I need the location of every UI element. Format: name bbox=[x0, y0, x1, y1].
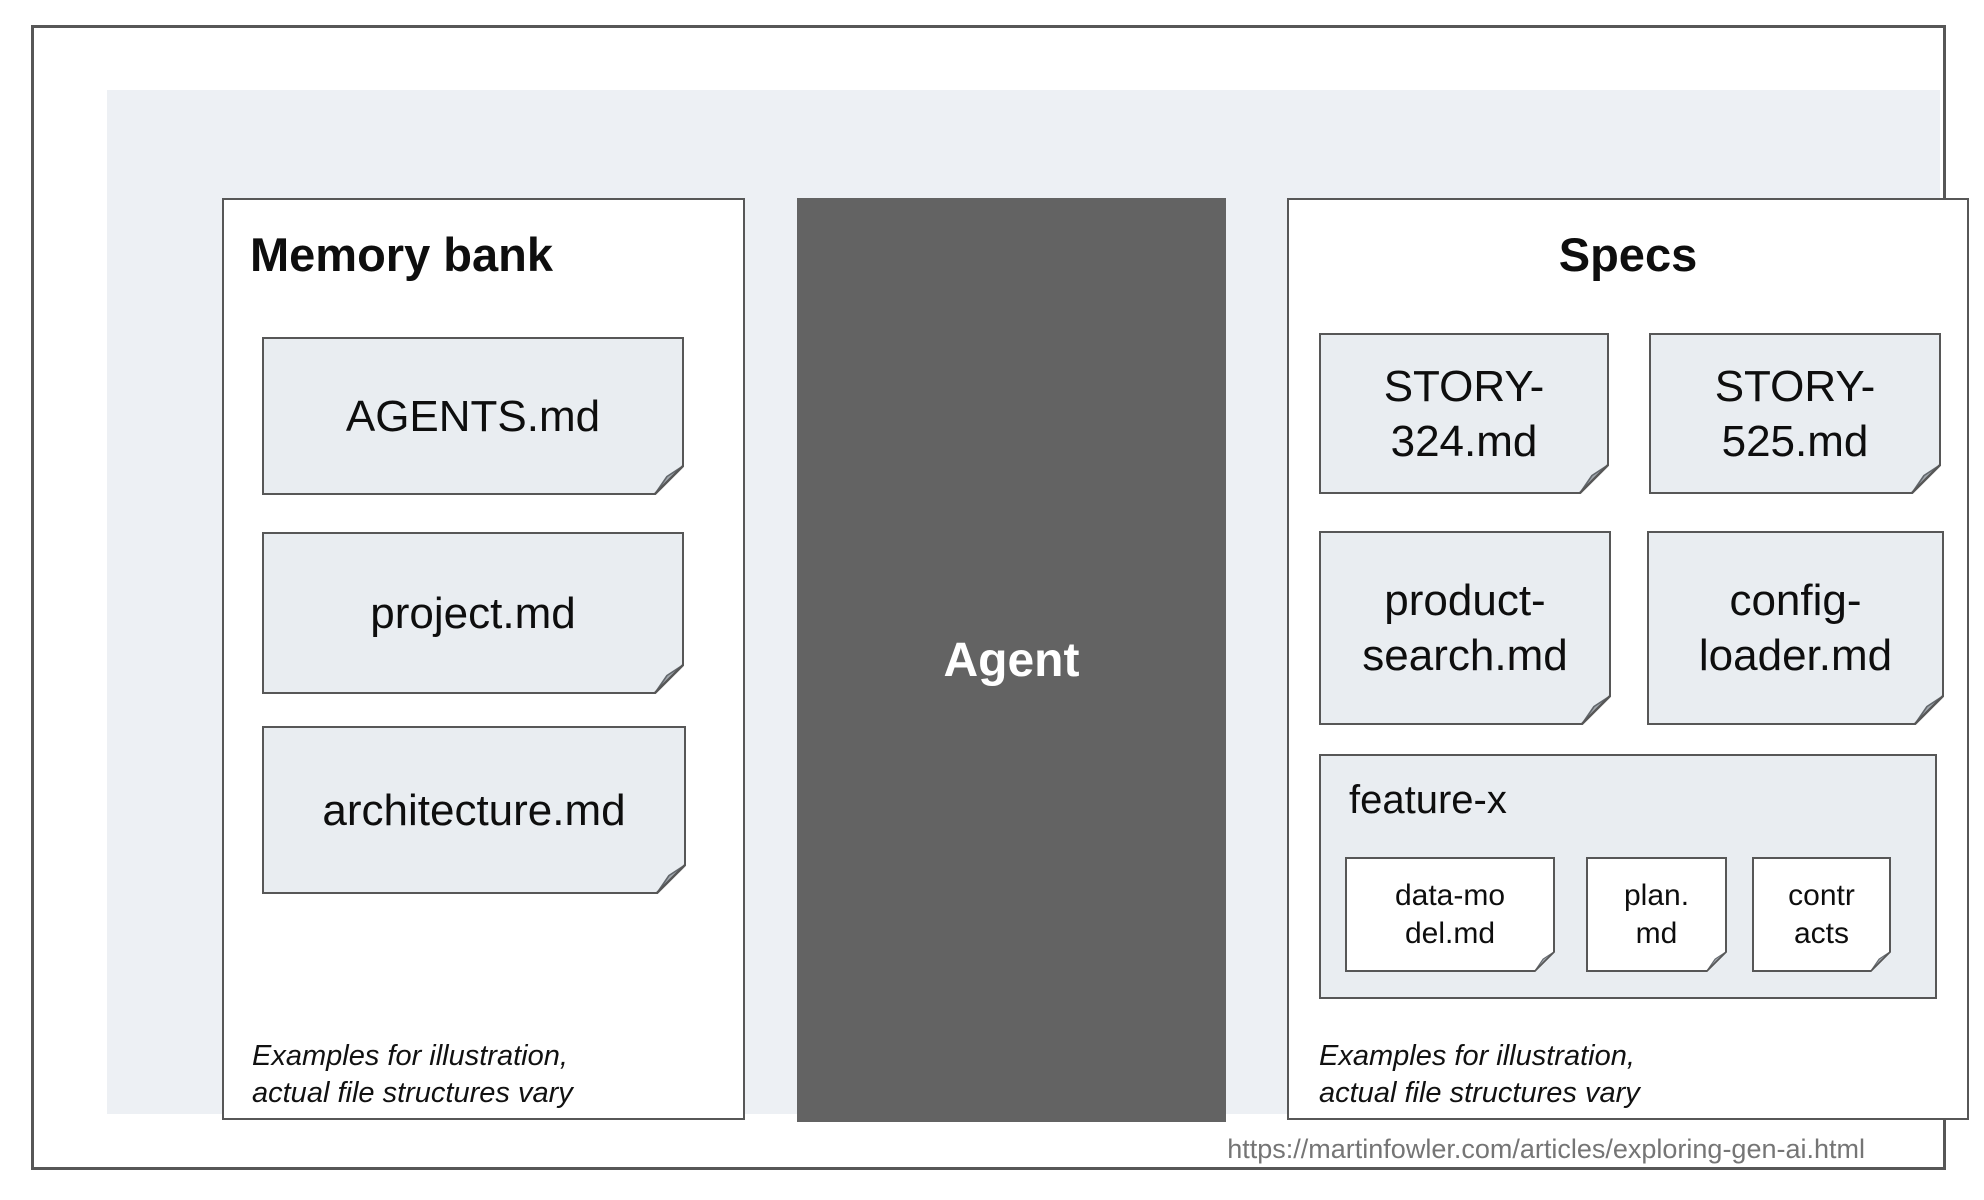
specs-title: Specs bbox=[1558, 228, 1698, 281]
feature-x-group: feature-x data-mo del.md plan. md bbox=[1319, 754, 1937, 999]
file-card-label: STORY- 525.md bbox=[1714, 361, 1876, 466]
file-card-data-model-md: data-mo del.md bbox=[1345, 857, 1555, 972]
folded-corner-icon bbox=[1914, 695, 1944, 725]
diagram-stage: Memory bank AGENTS.md project.md arc bbox=[107, 90, 1969, 1122]
file-card-label: AGENTS.md bbox=[345, 391, 601, 441]
file-card-product-search-md: product- search.md bbox=[1319, 531, 1611, 725]
specs-note: Examples for illustration, actual file s… bbox=[1319, 1040, 1640, 1109]
file-card-label: data-mo del.md bbox=[1394, 878, 1506, 950]
memory-bank-panel: Memory bank AGENTS.md project.md arc bbox=[222, 198, 745, 1120]
folded-corner-icon bbox=[1579, 464, 1609, 494]
file-card-label: config- loader.md bbox=[1698, 576, 1893, 680]
file-card-contracts: contr acts bbox=[1752, 857, 1891, 972]
file-card-label: STORY- 324.md bbox=[1383, 361, 1545, 466]
feature-x-label: feature-x bbox=[1349, 778, 1507, 822]
folded-corner-icon bbox=[1706, 951, 1727, 972]
file-card-label: project.md bbox=[370, 588, 576, 638]
specs-panel: Specs STORY- 324.md STORY- 525.md pr bbox=[1287, 198, 1969, 1120]
folded-corner-icon bbox=[1581, 695, 1611, 725]
memory-bank-title: Memory bank bbox=[250, 228, 553, 281]
file-card-label: plan. md bbox=[1623, 878, 1690, 950]
file-card-config-loader-md: config- loader.md bbox=[1647, 531, 1944, 725]
memory-bank-note: Examples for illustration, actual file s… bbox=[252, 1040, 573, 1109]
file-card-agents-md: AGENTS.md bbox=[262, 337, 684, 495]
folded-corner-icon bbox=[654, 465, 684, 495]
folded-corner-icon bbox=[656, 864, 686, 894]
file-card-story-525-md: STORY- 525.md bbox=[1649, 333, 1941, 494]
folded-corner-icon bbox=[1870, 951, 1891, 972]
file-card-project-md: project.md bbox=[262, 532, 684, 694]
folded-corner-icon bbox=[1534, 951, 1555, 972]
diagram-frame: Memory bank AGENTS.md project.md arc bbox=[31, 25, 1969, 1170]
folded-corner-icon bbox=[654, 664, 684, 694]
source-url-caption: https://martinfowler.com/articles/explor… bbox=[1227, 1134, 1865, 1164]
agent-label: Agent bbox=[943, 633, 1080, 687]
folded-corner-icon bbox=[1911, 464, 1941, 494]
agent-box: Agent bbox=[797, 198, 1226, 1122]
file-card-label: product- search.md bbox=[1362, 576, 1568, 680]
file-card-architecture-md: architecture.md bbox=[262, 726, 686, 894]
file-card-label: contr acts bbox=[1788, 878, 1855, 950]
file-card-label: architecture.md bbox=[322, 785, 626, 835]
file-card-plan-md: plan. md bbox=[1586, 857, 1727, 972]
file-card-story-324-md: STORY- 324.md bbox=[1319, 333, 1609, 494]
